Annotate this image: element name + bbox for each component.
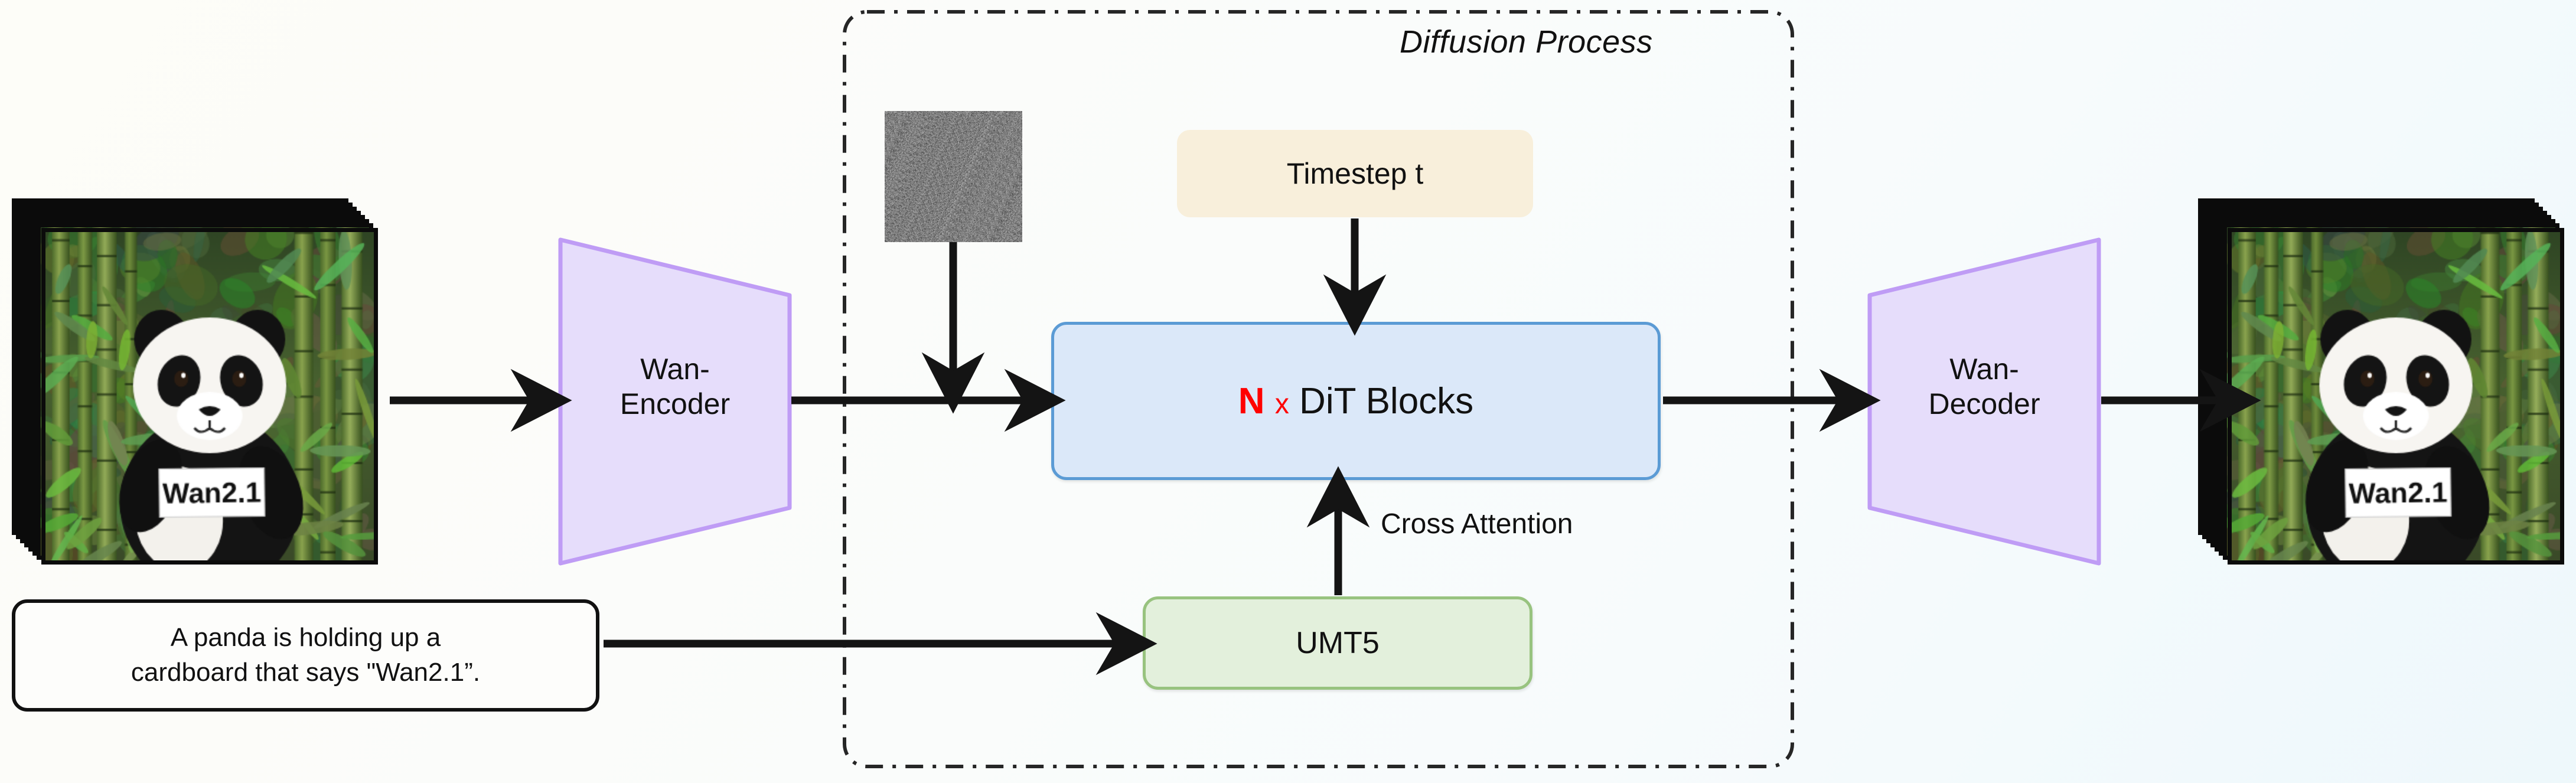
wan-encoder-label-line1: Wan- [640, 353, 710, 386]
video-frame-front [2228, 228, 2564, 565]
wan-encoder-shape[interactable]: Wan- Encoder [557, 236, 793, 567]
wan-decoder-label-line1: Wan- [1949, 353, 2019, 386]
wan-encoder-label: Wan- Encoder [557, 352, 793, 422]
gaussian-noise-patch [885, 111, 1022, 242]
cross-attention-label: Cross Attention [1381, 508, 1573, 540]
timestep-box[interactable]: Timestep t [1177, 130, 1533, 217]
dit-multiplier: N [1238, 380, 1265, 422]
wan-decoder-label-line2: Decoder [1928, 387, 2040, 420]
diffusion-process-label: Diffusion Process [1400, 24, 1653, 60]
umt5-label: UMT5 [1296, 626, 1380, 660]
dit-blocks-label: N x DiT Blocks [1238, 380, 1473, 422]
wan-decoder-label: Wan- Decoder [1866, 352, 2102, 422]
dit-blocks-box[interactable]: N x DiT Blocks [1051, 322, 1661, 480]
umt5-text-encoder-box[interactable]: UMT5 [1143, 596, 1532, 690]
video-frame-front [41, 228, 378, 565]
panda-thumbnail-front [2232, 232, 2560, 560]
timestep-label: Timestep t [1286, 157, 1424, 190]
wan-decoder-shape[interactable]: Wan- Decoder [1866, 236, 2102, 567]
dit-times-symbol: x [1274, 388, 1289, 420]
output-video-frame-stack [2198, 198, 2564, 565]
prompt-text-box[interactable]: A panda is holding up a cardboard that s… [12, 599, 599, 712]
dit-blocks-text: DiT Blocks [1299, 380, 1474, 422]
input-video-frame-stack [12, 198, 378, 565]
panda-thumbnail-front [45, 232, 374, 560]
prompt-text: A panda is holding up a cardboard that s… [131, 623, 481, 687]
wan-encoder-label-line2: Encoder [619, 387, 731, 420]
